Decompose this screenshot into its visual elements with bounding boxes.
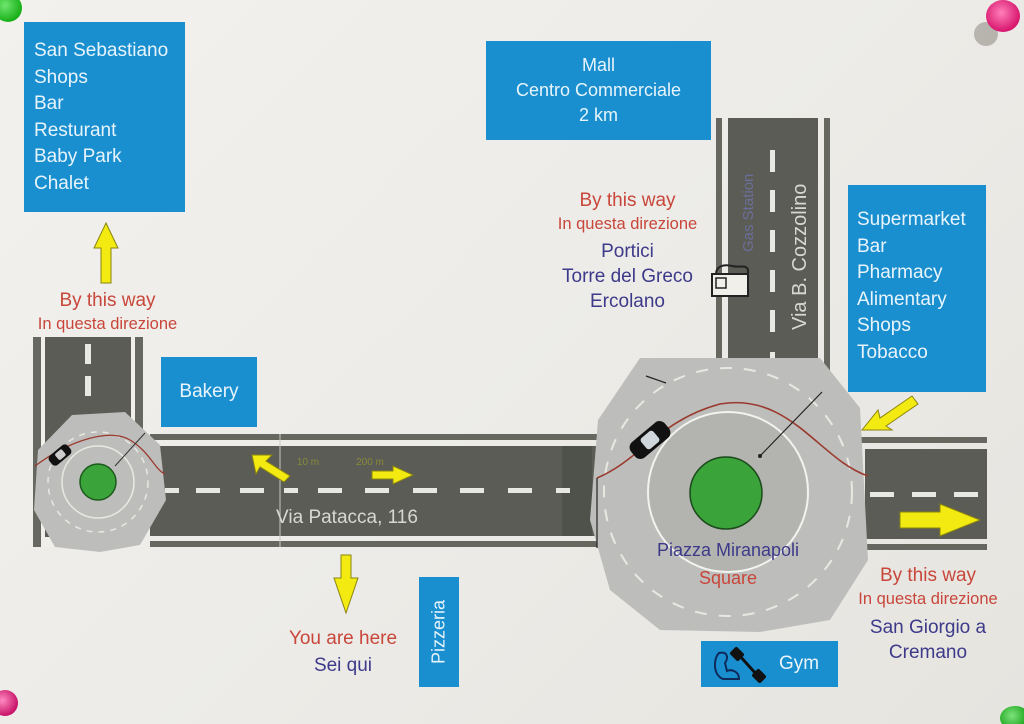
sign-san-sebastiano: San Sebastiano Shops Bar Resturant Baby … bbox=[24, 22, 185, 212]
distance-right-label: 200 m bbox=[356, 457, 384, 468]
sign-line: Bar bbox=[34, 93, 64, 114]
gym-dumbbell-icon bbox=[713, 647, 766, 683]
sign-line: Baby Park bbox=[34, 146, 122, 167]
sign-line: Centro Commerciale bbox=[515, 80, 682, 100]
small-roundabout bbox=[34, 412, 166, 552]
sign-line: Pizzeria bbox=[428, 599, 449, 665]
you-are-here: You are here Sei qui bbox=[268, 626, 418, 678]
pushpin-icon bbox=[0, 690, 18, 716]
main-street-name: Via Patacca, 116 bbox=[276, 507, 418, 528]
direction-it: In questa direzione bbox=[37, 315, 178, 333]
direction-it: In questa direzione bbox=[557, 215, 698, 233]
sign-line: 2 km bbox=[578, 105, 618, 125]
sign-line: Mall bbox=[581, 55, 615, 75]
sign-line: Alimentary bbox=[857, 288, 947, 310]
sign-supermarket: Supermarket Bar Pharmacy Alimentary Shop… bbox=[848, 185, 986, 392]
direction-en: By this way bbox=[879, 565, 977, 586]
sign-line: San Sebastiano bbox=[34, 40, 169, 61]
square-name: Piazza Miranapoli bbox=[657, 540, 799, 560]
sign-line: Resturant bbox=[34, 119, 117, 141]
sign-line: Tobacco bbox=[857, 341, 928, 363]
gas-pump-icon bbox=[711, 264, 749, 297]
car-icon bbox=[48, 444, 72, 466]
sign-pizzeria: Pizzeria bbox=[419, 577, 459, 687]
distance-left-label: 10 m bbox=[297, 457, 319, 468]
sign-line: Shops bbox=[857, 315, 911, 336]
square-subtitle: Square bbox=[699, 568, 757, 588]
sign-line: Pharmacy bbox=[857, 262, 943, 283]
east-horizontal-road bbox=[855, 437, 987, 550]
destination: Ercolano bbox=[590, 291, 665, 312]
sign-mall: Mall Centro Commerciale 2 km bbox=[486, 41, 711, 140]
direction-en: By this way bbox=[579, 190, 676, 211]
destination: Torre del Greco bbox=[562, 266, 693, 287]
sign-line: Gym bbox=[779, 653, 820, 674]
you-are-here-it: Sei qui bbox=[313, 655, 373, 676]
you-are-here-en: You are here bbox=[288, 628, 398, 649]
pushpin-icon bbox=[0, 0, 22, 22]
arrow-icon bbox=[93, 221, 982, 615]
sign-line: Supermarket bbox=[857, 209, 966, 230]
direction-north-center: By this way In questa direzione Portici … bbox=[540, 188, 715, 314]
sign-line: Bar bbox=[857, 235, 887, 257]
lane-dashes bbox=[165, 488, 570, 493]
destination: Portici bbox=[601, 241, 654, 262]
sign-gym: Gym bbox=[701, 641, 838, 687]
direction-it: In questa direzione bbox=[858, 590, 998, 608]
destination: San Giorgio a bbox=[869, 617, 987, 638]
direction-en: By this way bbox=[59, 290, 156, 311]
big-roundabout: Piazza Miranapoli Square bbox=[590, 358, 869, 632]
destination: Cremano bbox=[888, 642, 968, 663]
direction-north-left: By this way In questa direzione bbox=[20, 288, 195, 336]
gas-station-label: Gas Station bbox=[740, 174, 757, 252]
sign-line: Chalet bbox=[34, 172, 89, 194]
sign-line: Bakery bbox=[179, 381, 239, 402]
main-horizontal-road: Via Patacca, 116 10 m 200 m bbox=[150, 434, 600, 547]
car-icon bbox=[629, 421, 671, 459]
pushpin-icon bbox=[986, 0, 1020, 32]
sign-line: Shops bbox=[34, 66, 88, 88]
pushpin-icon bbox=[1000, 706, 1024, 724]
sign-bakery: Bakery bbox=[161, 357, 257, 427]
side-street-name: Via B. Cozzolino bbox=[789, 184, 811, 330]
direction-east: By this way In questa direzione San Gior… bbox=[838, 563, 1018, 665]
side-vertical-road: Via B. Cozzolino Gas Station bbox=[711, 118, 830, 388]
